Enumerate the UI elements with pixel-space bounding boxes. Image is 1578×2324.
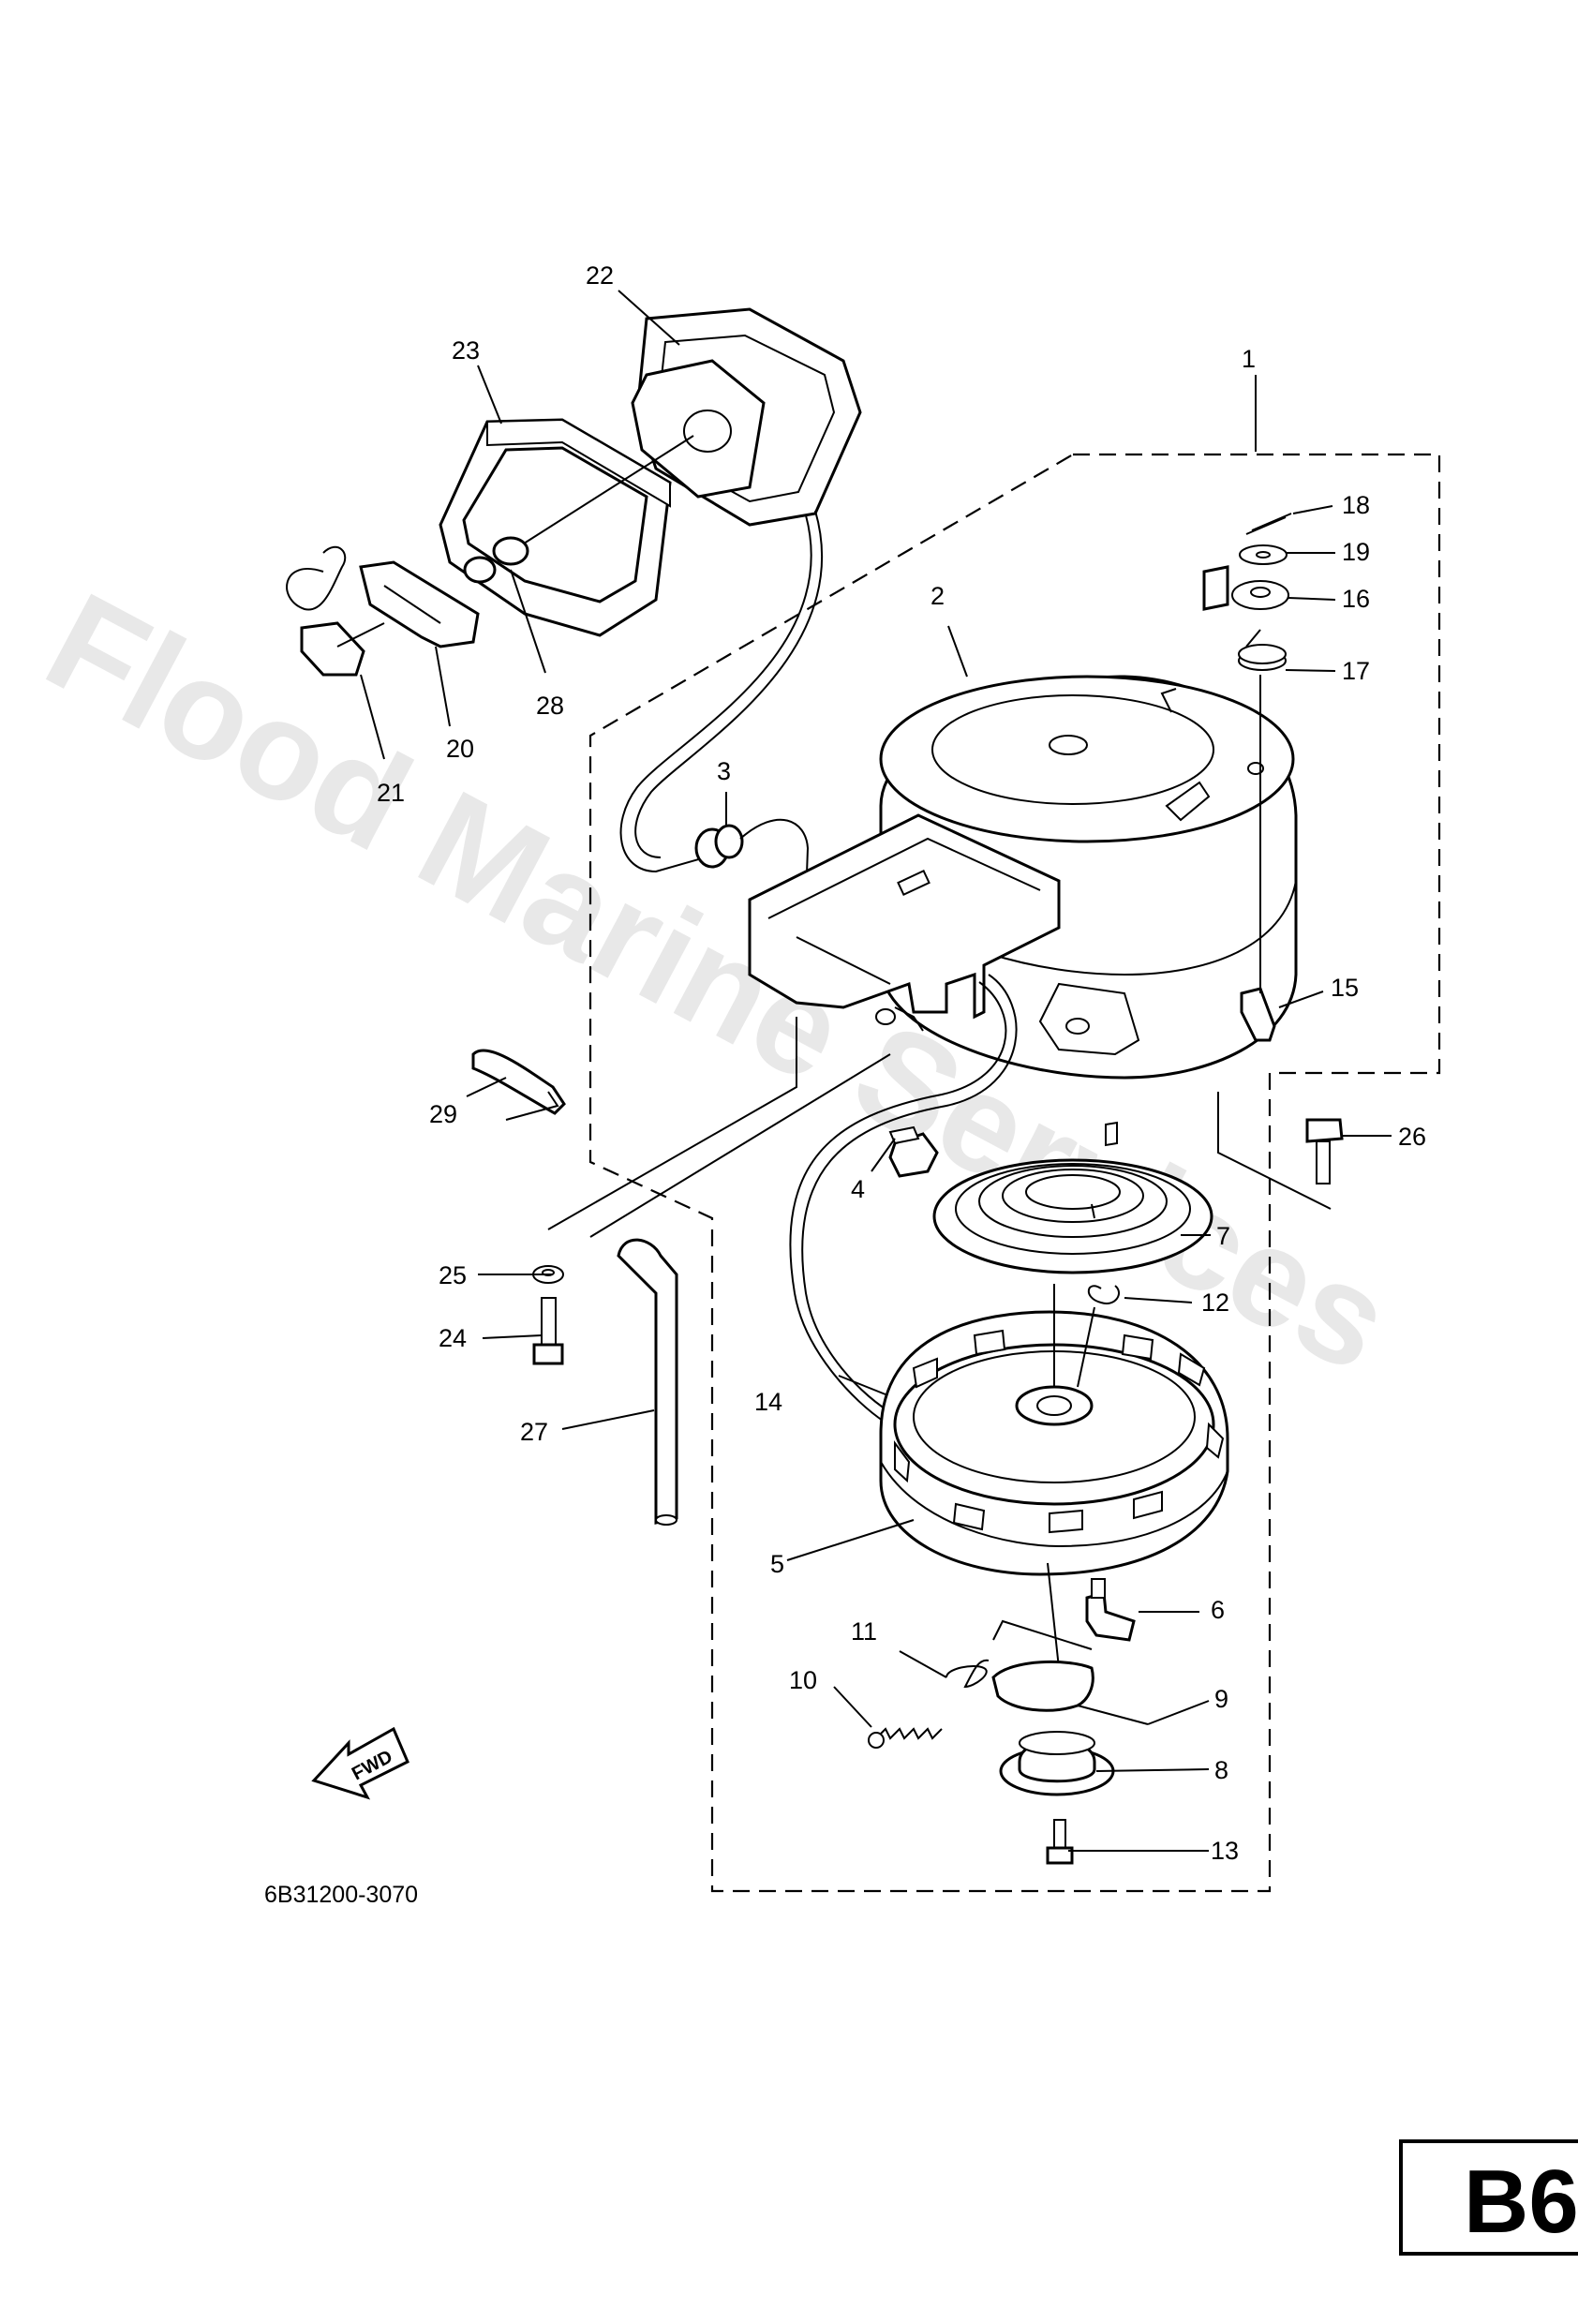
leader-lines	[360, 290, 1392, 1852]
callout-25: 25	[439, 1261, 467, 1289]
part-14-cable	[801, 974, 1018, 1416]
part-4-clamp	[888, 1125, 939, 1178]
part-5-pulley	[879, 1310, 1229, 1576]
callout-22: 22	[586, 261, 614, 290]
section-badge-text: B6	[1464, 2152, 1578, 2252]
callout-2: 2	[930, 582, 945, 610]
callout-20: 20	[446, 735, 474, 763]
callout-10: 10	[789, 1666, 817, 1694]
part-21-clip	[286, 545, 385, 677]
part-8-cap	[999, 1731, 1115, 1796]
part-23-handle	[439, 418, 672, 637]
part-13-bolt	[1046, 1819, 1074, 1865]
callout-24: 24	[439, 1324, 467, 1352]
part-6-pawl	[1085, 1578, 1136, 1642]
part-16-bushing	[1202, 565, 1289, 611]
part-18-pin	[1245, 513, 1292, 535]
callout-26: 26	[1398, 1123, 1426, 1151]
part-27-hose	[617, 1238, 678, 1526]
callout-8: 8	[1214, 1756, 1228, 1784]
callout-23: 23	[452, 336, 480, 365]
callout-29: 29	[429, 1100, 457, 1128]
callout-19: 19	[1342, 538, 1370, 566]
part-7-recoil-spring	[932, 1121, 1213, 1274]
callout-7: 7	[1216, 1222, 1230, 1250]
part-12-circlip	[1087, 1285, 1120, 1304]
part-17-spring	[1238, 629, 1287, 671]
part-19-washer	[1239, 544, 1288, 565]
part-20-lock-plate	[359, 560, 480, 648]
housing-bracket	[748, 813, 1140, 1056]
callout-9: 9	[1214, 1685, 1228, 1713]
callout-13: 13	[1211, 1837, 1239, 1865]
fwd-arrow: FWD	[311, 1726, 409, 1800]
starter-rope	[619, 514, 812, 873]
section-badge: B6	[1399, 2139, 1578, 2256]
callout-28: 28	[536, 692, 564, 720]
callout-18: 18	[1342, 491, 1370, 519]
callout-15: 15	[1331, 974, 1359, 1002]
callout-16: 16	[1342, 585, 1370, 613]
callout-3: 3	[717, 757, 731, 785]
rope-handle-assembly	[286, 307, 862, 677]
callout-11: 11	[851, 1617, 877, 1646]
callout-5: 5	[770, 1550, 784, 1578]
callout-12: 12	[1201, 1289, 1229, 1317]
callout-4: 4	[851, 1175, 865, 1203]
part-9-spring-plate	[991, 1619, 1149, 1725]
callout-17: 17	[1342, 657, 1370, 685]
part-22-grommet	[631, 307, 862, 527]
part-11-spring	[945, 1659, 990, 1689]
part-2-starter-housing	[879, 675, 1298, 1080]
part-28-knot	[463, 536, 529, 584]
part-10-spring	[868, 1727, 943, 1749]
part-29-wire	[471, 1049, 566, 1121]
callout-27: 27	[520, 1418, 548, 1446]
callout-1: 1	[1242, 345, 1256, 373]
callout-21: 21	[377, 779, 405, 807]
callout-6: 6	[1211, 1596, 1225, 1624]
assembly-boundary	[588, 453, 1441, 1893]
part-3-rope-guide	[694, 818, 810, 901]
part-26-bolt	[1305, 1118, 1344, 1184]
diagram-code: 6B31200-3070	[264, 1882, 418, 1908]
part-24-bolt	[532, 1297, 564, 1365]
callout-14: 14	[754, 1388, 782, 1416]
